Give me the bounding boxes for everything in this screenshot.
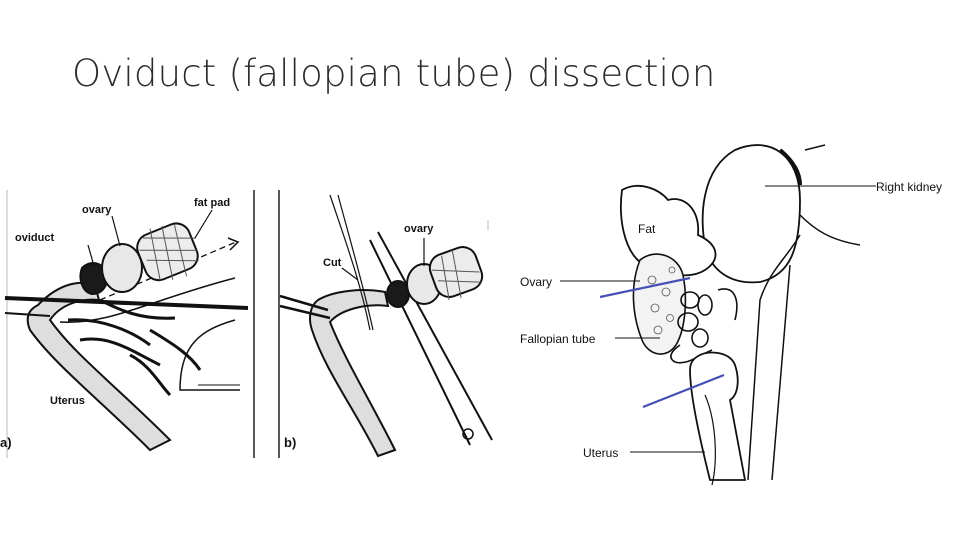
forceps-b [279,294,331,320]
label-ovary-a: ovary [82,204,112,216]
uterus-c [689,351,747,481]
panel-c-diagram: Right kidney Fat Ovary Fallopian tube Ut… [520,144,942,486]
ovary-a [101,243,143,293]
right-kidney [701,144,801,284]
panel-b-tag: b) [284,435,296,450]
label-fat-pad-a: fat pad [194,197,230,209]
panel-a-diagram: oviduct ovary fat pad Uterus a) [0,190,255,458]
suspensory-ligament [179,319,240,391]
label-uterus-a: Uterus [50,395,85,407]
cut-line-ovary [599,276,691,299]
leader-cut-b [341,267,359,281]
forceps-a [4,296,249,310]
uterine-horn-b [309,289,397,458]
leader-ovary-a [111,215,121,247]
forceps-tip-a [4,312,51,317]
scissors-b [369,231,493,446]
cut-guide-arrowhead [227,237,240,251]
label-ovary-b: ovary [404,223,434,235]
label-fat: Fat [638,222,656,236]
scissors-pivot [462,428,474,440]
vessels-c [747,144,861,481]
scissor-blade-2 [337,194,374,331]
panel-b-diagram: ovary Cut b) [278,190,493,458]
cut-line-uterus [642,373,725,409]
fat-pad-a [136,222,199,282]
uterine-horn-a [26,281,172,452]
kidney-hilum [778,148,802,186]
slide-title: Oviduct (fallopian tube) dissection [72,52,716,95]
ligament-outline [59,277,236,323]
label-ovary-c: Ovary [520,275,552,289]
label-right-kidney: Right kidney [876,180,942,194]
oviduct-a [79,262,109,296]
ovary-follicles [647,266,676,335]
label-cut-b: Cut [323,257,342,269]
label-uterus-c: Uterus [583,446,618,460]
label-oviduct-a: oviduct [15,232,54,244]
scissor-blade-1 [329,194,371,331]
label-fallopian-tube: Fallopian tube [520,332,596,346]
ovary-c [632,253,687,355]
uterus-lumen-c [704,394,716,486]
leader-fat-pad-a [194,209,213,239]
panel-a-tag: a) [0,435,12,450]
fat-c [620,185,717,277]
ligament-vessels [67,298,202,397]
fat-pad-b [428,246,484,301]
leader-oviduct-a [87,244,95,267]
oviduct-b [386,280,410,308]
